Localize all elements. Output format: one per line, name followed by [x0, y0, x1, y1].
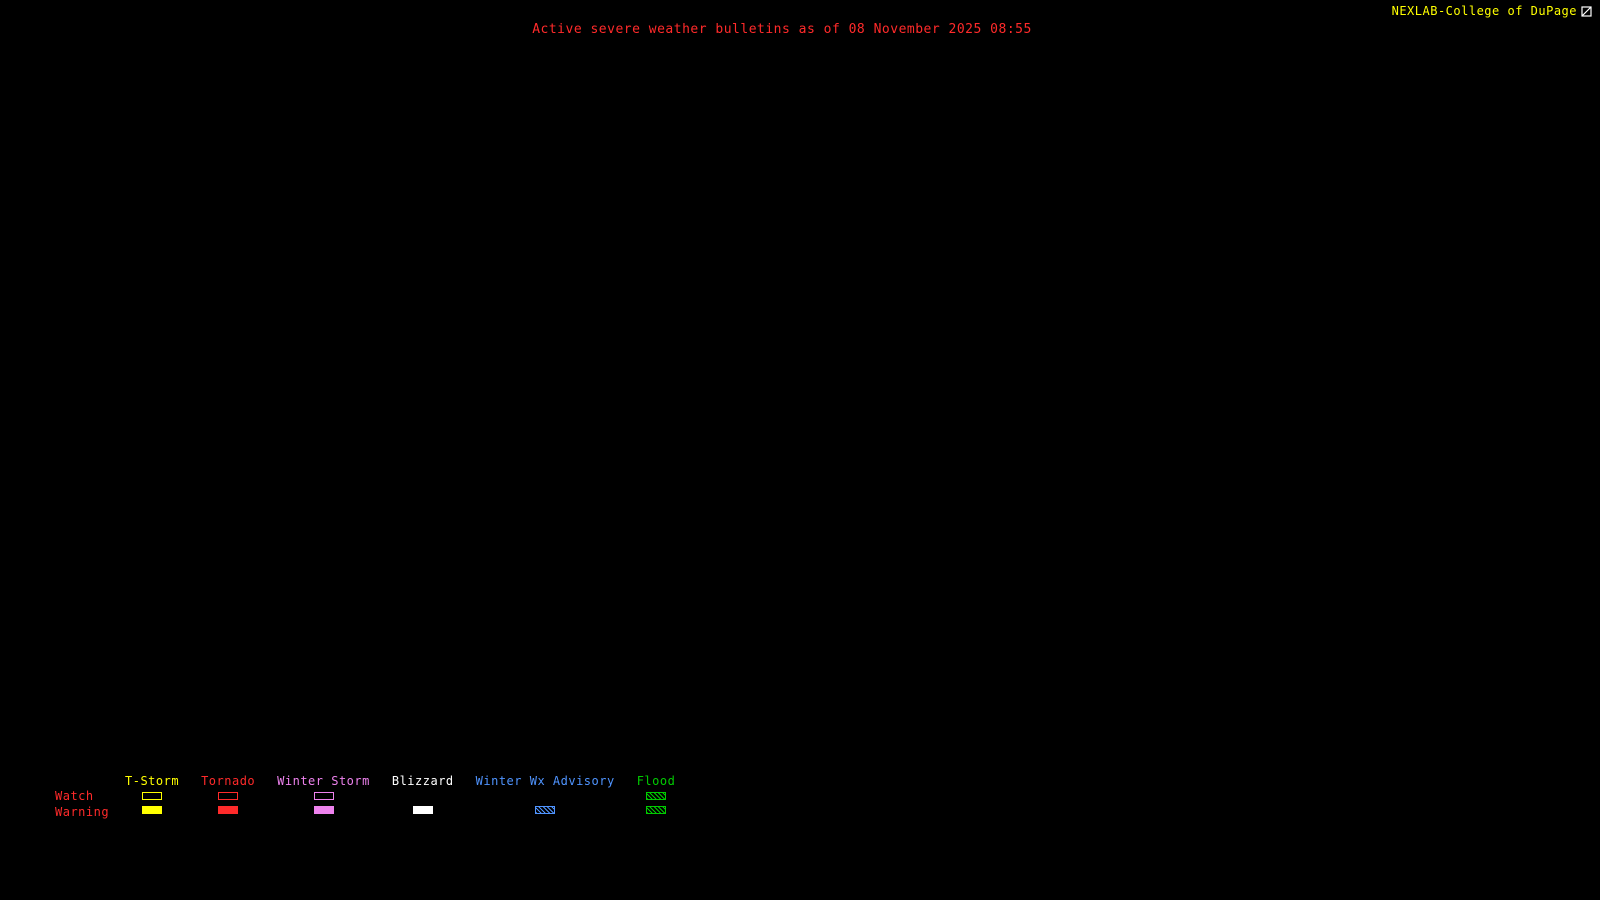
legend-column-flood: Flood	[637, 775, 676, 814]
legend-row-watch-label: Watch	[55, 789, 94, 803]
t-storm-watch-swatch	[142, 792, 163, 800]
legend-column-winter-storm: Winter Storm	[277, 775, 370, 814]
legend-column-label-flood: Flood	[636, 774, 676, 788]
blizzard-warning-swatch	[412, 806, 433, 814]
page-title: Active severe weather bulletins as of 08…	[532, 22, 1032, 37]
legend-column-t-storm: T-Storm	[125, 775, 179, 814]
legend-column-winter-wx-advisory: Winter Wx Advisory	[476, 775, 615, 814]
legend-column-blizzard: Blizzard	[392, 775, 454, 814]
legend: Watch Warning T-Storm Tornado Winter Storm…	[55, 775, 675, 820]
brand-text: NEXLAB-College of DuPage	[1391, 4, 1577, 18]
legend-column-label-t-storm: T-Storm	[125, 774, 180, 788]
tornado-warning-swatch	[218, 806, 239, 814]
legend-column-tornado: Tornado	[201, 775, 255, 814]
legend-column-label-tornado: Tornado	[201, 774, 256, 788]
legend-row-warning-label: Warning	[55, 805, 110, 819]
legend-column-label-winter-storm: Winter Storm	[277, 774, 370, 788]
flood-watch-swatch	[646, 792, 667, 800]
t-storm-warning-swatch	[142, 806, 163, 814]
winter-storm-warning-swatch	[313, 806, 334, 814]
tornado-watch-swatch	[218, 792, 239, 800]
legend-columns: T-Storm Tornado Winter Storm Blizzard Winter…	[125, 775, 675, 820]
cod-logo-icon	[1581, 5, 1592, 17]
legend-header-spacer	[55, 775, 107, 788]
winter-storm-watch-swatch	[313, 792, 334, 800]
brand: NEXLAB-College of DuPage	[1392, 4, 1592, 18]
winter-wx-advisory-warning-swatch	[535, 806, 556, 814]
legend-column-label-winter-wx-advisory: Winter Wx Advisory	[475, 774, 615, 788]
legend-row-labels: Watch Warning	[55, 775, 110, 820]
legend-column-label-blizzard: Blizzard	[391, 774, 454, 788]
flood-warning-swatch	[646, 806, 667, 814]
